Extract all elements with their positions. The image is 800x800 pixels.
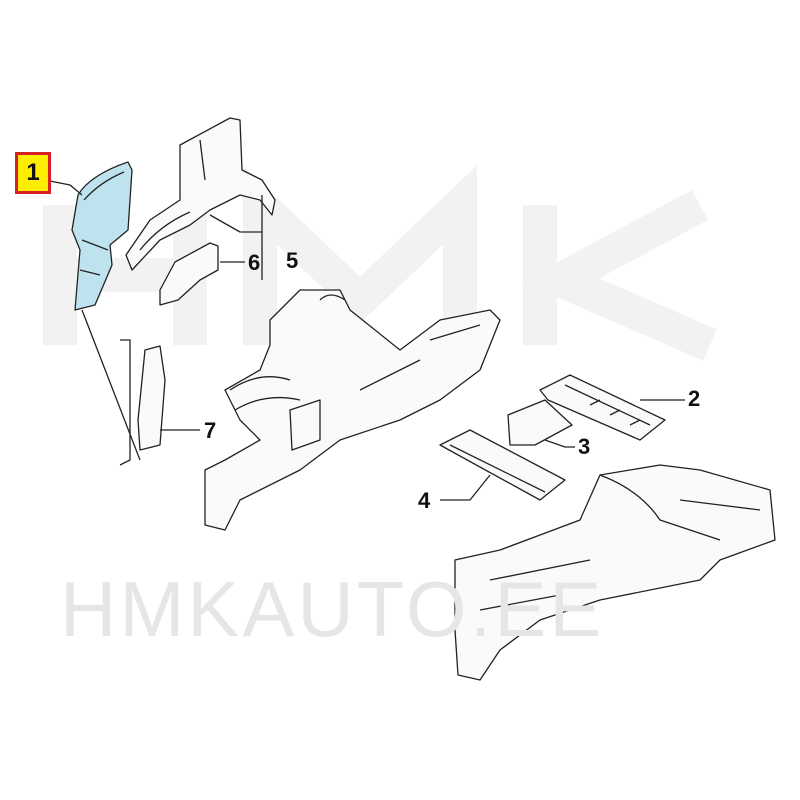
front-floor-assembly[interactable] bbox=[204, 289, 501, 531]
part-1-wheelhouse-reinforcement[interactable] bbox=[71, 161, 133, 311]
callout-3[interactable]: 3 bbox=[578, 434, 591, 459]
front-body-assembly[interactable] bbox=[454, 464, 776, 681]
callout-4[interactable]: 4 bbox=[418, 488, 431, 513]
watermark-logo-letter-m bbox=[243, 165, 477, 345]
part-5-inner-wheelhouse[interactable] bbox=[125, 117, 276, 271]
part-6-wheelhouse-panel[interactable] bbox=[159, 242, 219, 306]
part-3-bracket[interactable] bbox=[507, 399, 573, 446]
callout-6[interactable]: 6 bbox=[248, 250, 261, 275]
watermark-text: HMKAUTO.EE bbox=[60, 565, 605, 653]
part-4-floor-sill[interactable] bbox=[439, 429, 566, 501]
leader-lines bbox=[44, 179, 685, 501]
callout-5[interactable]: 5 bbox=[286, 248, 299, 273]
part-7-pillar[interactable] bbox=[137, 345, 166, 451]
callout-2[interactable]: 2 bbox=[688, 386, 701, 411]
watermark-logo-letter-k bbox=[520, 190, 717, 361]
callout-1-highlighted[interactable]: 1 bbox=[15, 152, 51, 194]
callout-7[interactable]: 7 bbox=[204, 418, 217, 443]
